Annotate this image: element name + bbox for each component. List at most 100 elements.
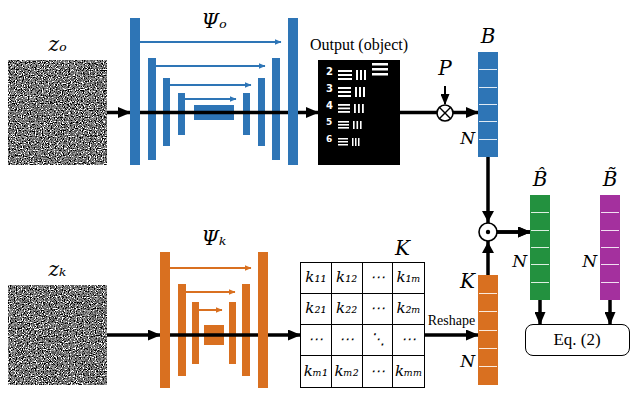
- vector-cell: [479, 294, 497, 312]
- dimension-label: N: [460, 352, 475, 372]
- flow-arrow: [425, 333, 478, 337]
- target-digit: 4: [326, 100, 333, 112]
- vector-cell: [479, 70, 497, 87]
- resolution-target: [355, 138, 357, 146]
- vector-cell: [479, 140, 497, 156]
- vector-cell: [601, 248, 619, 265]
- resolution-target: [357, 121, 359, 129]
- flow-arrow: [107, 111, 130, 115]
- resolution-target: [338, 124, 349, 126]
- resolution-target: [338, 78, 352, 80]
- through-arrow: [170, 333, 258, 337]
- vector-cell: [479, 312, 497, 330]
- vector-cell: [479, 367, 497, 384]
- symbol-label: P: [438, 57, 451, 80]
- resolution-target: [355, 87, 357, 97]
- vector-cell: [601, 283, 619, 299]
- vector-cell: [479, 122, 497, 139]
- vector-cell: [531, 283, 549, 299]
- matrix-cell: k₁₁: [301, 263, 332, 294]
- resolution-target: [354, 104, 356, 113]
- flow-arrow: [538, 300, 542, 324]
- resolution-target: [353, 121, 355, 129]
- dimension-label: N: [460, 129, 475, 149]
- resolution-target: [338, 108, 350, 110]
- vector-cell: [479, 88, 497, 105]
- vector-cell: [531, 265, 549, 282]
- resolution-target: [338, 144, 348, 146]
- hadamard-symbol: [486, 230, 490, 234]
- resolution-target: [364, 70, 366, 80]
- matrix-cell: ⋯: [363, 356, 394, 387]
- resolution-target: [360, 70, 362, 80]
- matrix-cell: k₂₁: [301, 294, 332, 325]
- vector-cell: [601, 265, 619, 282]
- resolution-target: [338, 91, 351, 93]
- skip-connection: [185, 98, 236, 100]
- dimension-label: N: [512, 252, 527, 272]
- unet-object: [130, 18, 140, 165]
- skip-connection: [140, 42, 281, 99]
- multiply-symbol: [439, 107, 450, 118]
- through-arrow: [140, 111, 288, 115]
- noise-picture: [8, 285, 107, 385]
- resolution-target: [372, 63, 388, 66]
- resolution-target: [356, 70, 358, 80]
- vector-block: KN: [478, 275, 498, 385]
- vector-block: B̂N: [530, 195, 550, 300]
- resolution-target: [338, 74, 352, 76]
- noise-picture: [8, 60, 107, 165]
- resolution-target: [338, 111, 350, 113]
- target-digit: 2: [326, 66, 333, 78]
- unet-kernel: [229, 302, 236, 364]
- multiply-symbol: [444, 86, 446, 104]
- matrix-name: K: [395, 237, 410, 260]
- unet-network: Ψₒ: [130, 18, 298, 165]
- vector-name: B: [481, 25, 496, 48]
- unet-kernel: [160, 252, 268, 388]
- resolution-target: [372, 73, 388, 76]
- input-label: zₖ: [49, 258, 67, 281]
- matrix-cell: ⋱: [363, 325, 394, 356]
- vector-cell: [531, 213, 549, 230]
- network-label: Ψₒ: [201, 10, 226, 33]
- resolution-target: [338, 141, 348, 143]
- resolution-target: [359, 87, 361, 97]
- resolution-target: [338, 70, 352, 72]
- resolution-target: [363, 87, 365, 97]
- matrix-cell: kₘ₂: [332, 356, 363, 387]
- matrix-cell: ⋯: [363, 294, 394, 325]
- matrix-cell: k₂ₘ: [393, 294, 424, 325]
- flow-arrow: [268, 333, 300, 337]
- matrix-cell: ⋯: [363, 263, 394, 294]
- vector-name: B̂: [533, 168, 548, 191]
- multiply-symbol: [439, 107, 450, 118]
- resolution-target: [338, 121, 349, 123]
- unet-kernel: [242, 284, 250, 376]
- multiply-symbol: [437, 86, 453, 121]
- unet-kernel: [160, 252, 170, 388]
- image-caption: Output (object): [310, 36, 408, 54]
- resolution-target: [318, 60, 400, 165]
- resolution-target: [318, 60, 400, 165]
- input-label: zₒ: [48, 33, 66, 56]
- vector-cell: [479, 105, 497, 122]
- vector-cell: [531, 231, 549, 248]
- resolution-target: [360, 121, 362, 129]
- resolution-target: [358, 104, 360, 113]
- kernel-matrix: Kk₁₁k₁₂⋯k₁ₘk₂₁k₂₂⋯k₂ₘ⋯⋯⋱⋯kₘ₁kₘ₂⋯kₘₘ: [300, 262, 425, 388]
- vector-block: B̃N: [600, 195, 620, 300]
- hadamard-symbol: [482, 242, 494, 253]
- noise-input: zₖ: [8, 285, 107, 385]
- resolution-target: [338, 104, 350, 106]
- dimension-label: N: [582, 252, 597, 272]
- matrix-cell: k₂₂: [332, 294, 363, 325]
- matrix-cell: kₘ₁: [301, 356, 332, 387]
- edge-label: Reshape: [427, 313, 476, 329]
- skip-connection: [140, 41, 281, 43]
- vector-cell: [601, 196, 619, 213]
- vector-cell: [601, 213, 619, 230]
- resolution-target: [338, 138, 348, 140]
- skip-connection: [170, 268, 251, 310]
